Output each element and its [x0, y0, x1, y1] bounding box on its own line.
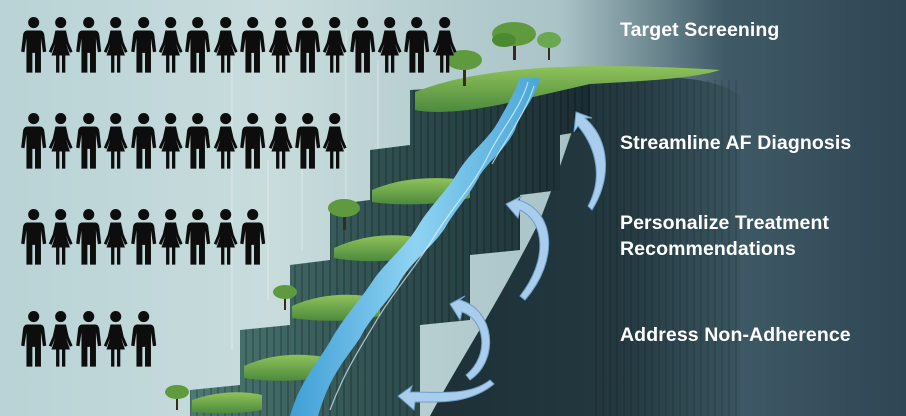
person-icon — [104, 311, 128, 367]
person-icon — [75, 209, 101, 265]
person-icon — [323, 17, 347, 73]
stage-label-line: Recommendations — [620, 238, 796, 260]
person-icon — [49, 209, 73, 265]
person-icon — [323, 113, 347, 169]
stage-label-line: Target Screening — [620, 19, 780, 41]
person-icon — [185, 113, 211, 169]
person-icon — [185, 17, 211, 73]
person-icon — [213, 17, 238, 73]
curved-arrow-icon — [397, 111, 607, 411]
person-icon — [104, 17, 128, 73]
tree-icon — [165, 22, 561, 410]
stage-label-line: Personalize Treatment — [620, 212, 830, 234]
person-icon — [49, 17, 73, 73]
person-icon — [240, 113, 266, 169]
person-icon — [295, 17, 321, 73]
person-icon — [240, 209, 266, 265]
stage-label-address-non-adherence: Address Non-Adherence — [620, 322, 851, 348]
person-icon — [104, 113, 128, 169]
person-icon — [104, 209, 128, 265]
person-icon — [21, 113, 47, 169]
person-icon — [349, 17, 375, 73]
people-row-streamline-af-diagnosis — [20, 110, 349, 170]
person-icon — [240, 17, 266, 73]
person-icon — [49, 311, 73, 367]
stage-label-line: Address Non-Adherence — [620, 324, 851, 346]
people-row-personalize-treatment — [20, 206, 267, 266]
person-icon — [75, 113, 101, 169]
person-icon — [213, 113, 238, 169]
person-icon — [130, 17, 156, 73]
stage-label-streamline-af-diagnosis: Streamline AF Diagnosis — [620, 130, 851, 156]
person-icon — [49, 113, 73, 169]
person-icon — [130, 113, 156, 169]
person-icon — [75, 311, 101, 367]
person-icon — [268, 113, 293, 169]
person-icon — [432, 17, 457, 73]
person-icon — [268, 17, 293, 73]
person-icon — [213, 209, 238, 265]
person-icon — [158, 209, 183, 265]
waterfall-icon — [290, 78, 540, 416]
person-icon — [75, 17, 101, 73]
stage-label-line: Streamline AF Diagnosis — [620, 132, 852, 154]
person-icon — [130, 209, 156, 265]
people-row-target-screening — [20, 14, 458, 74]
person-icon — [21, 17, 47, 73]
person-icon — [158, 113, 183, 169]
person-icon — [21, 311, 47, 367]
person-icon — [130, 311, 156, 367]
person-icon — [158, 17, 183, 73]
person-icon — [295, 113, 321, 169]
people-row-address-non-adherence — [20, 308, 157, 368]
person-icon — [21, 209, 47, 265]
person-icon — [377, 17, 402, 73]
person-icon — [404, 17, 430, 73]
person-icon — [185, 209, 211, 265]
stage-label-target-screening: Target Screening — [620, 17, 779, 43]
